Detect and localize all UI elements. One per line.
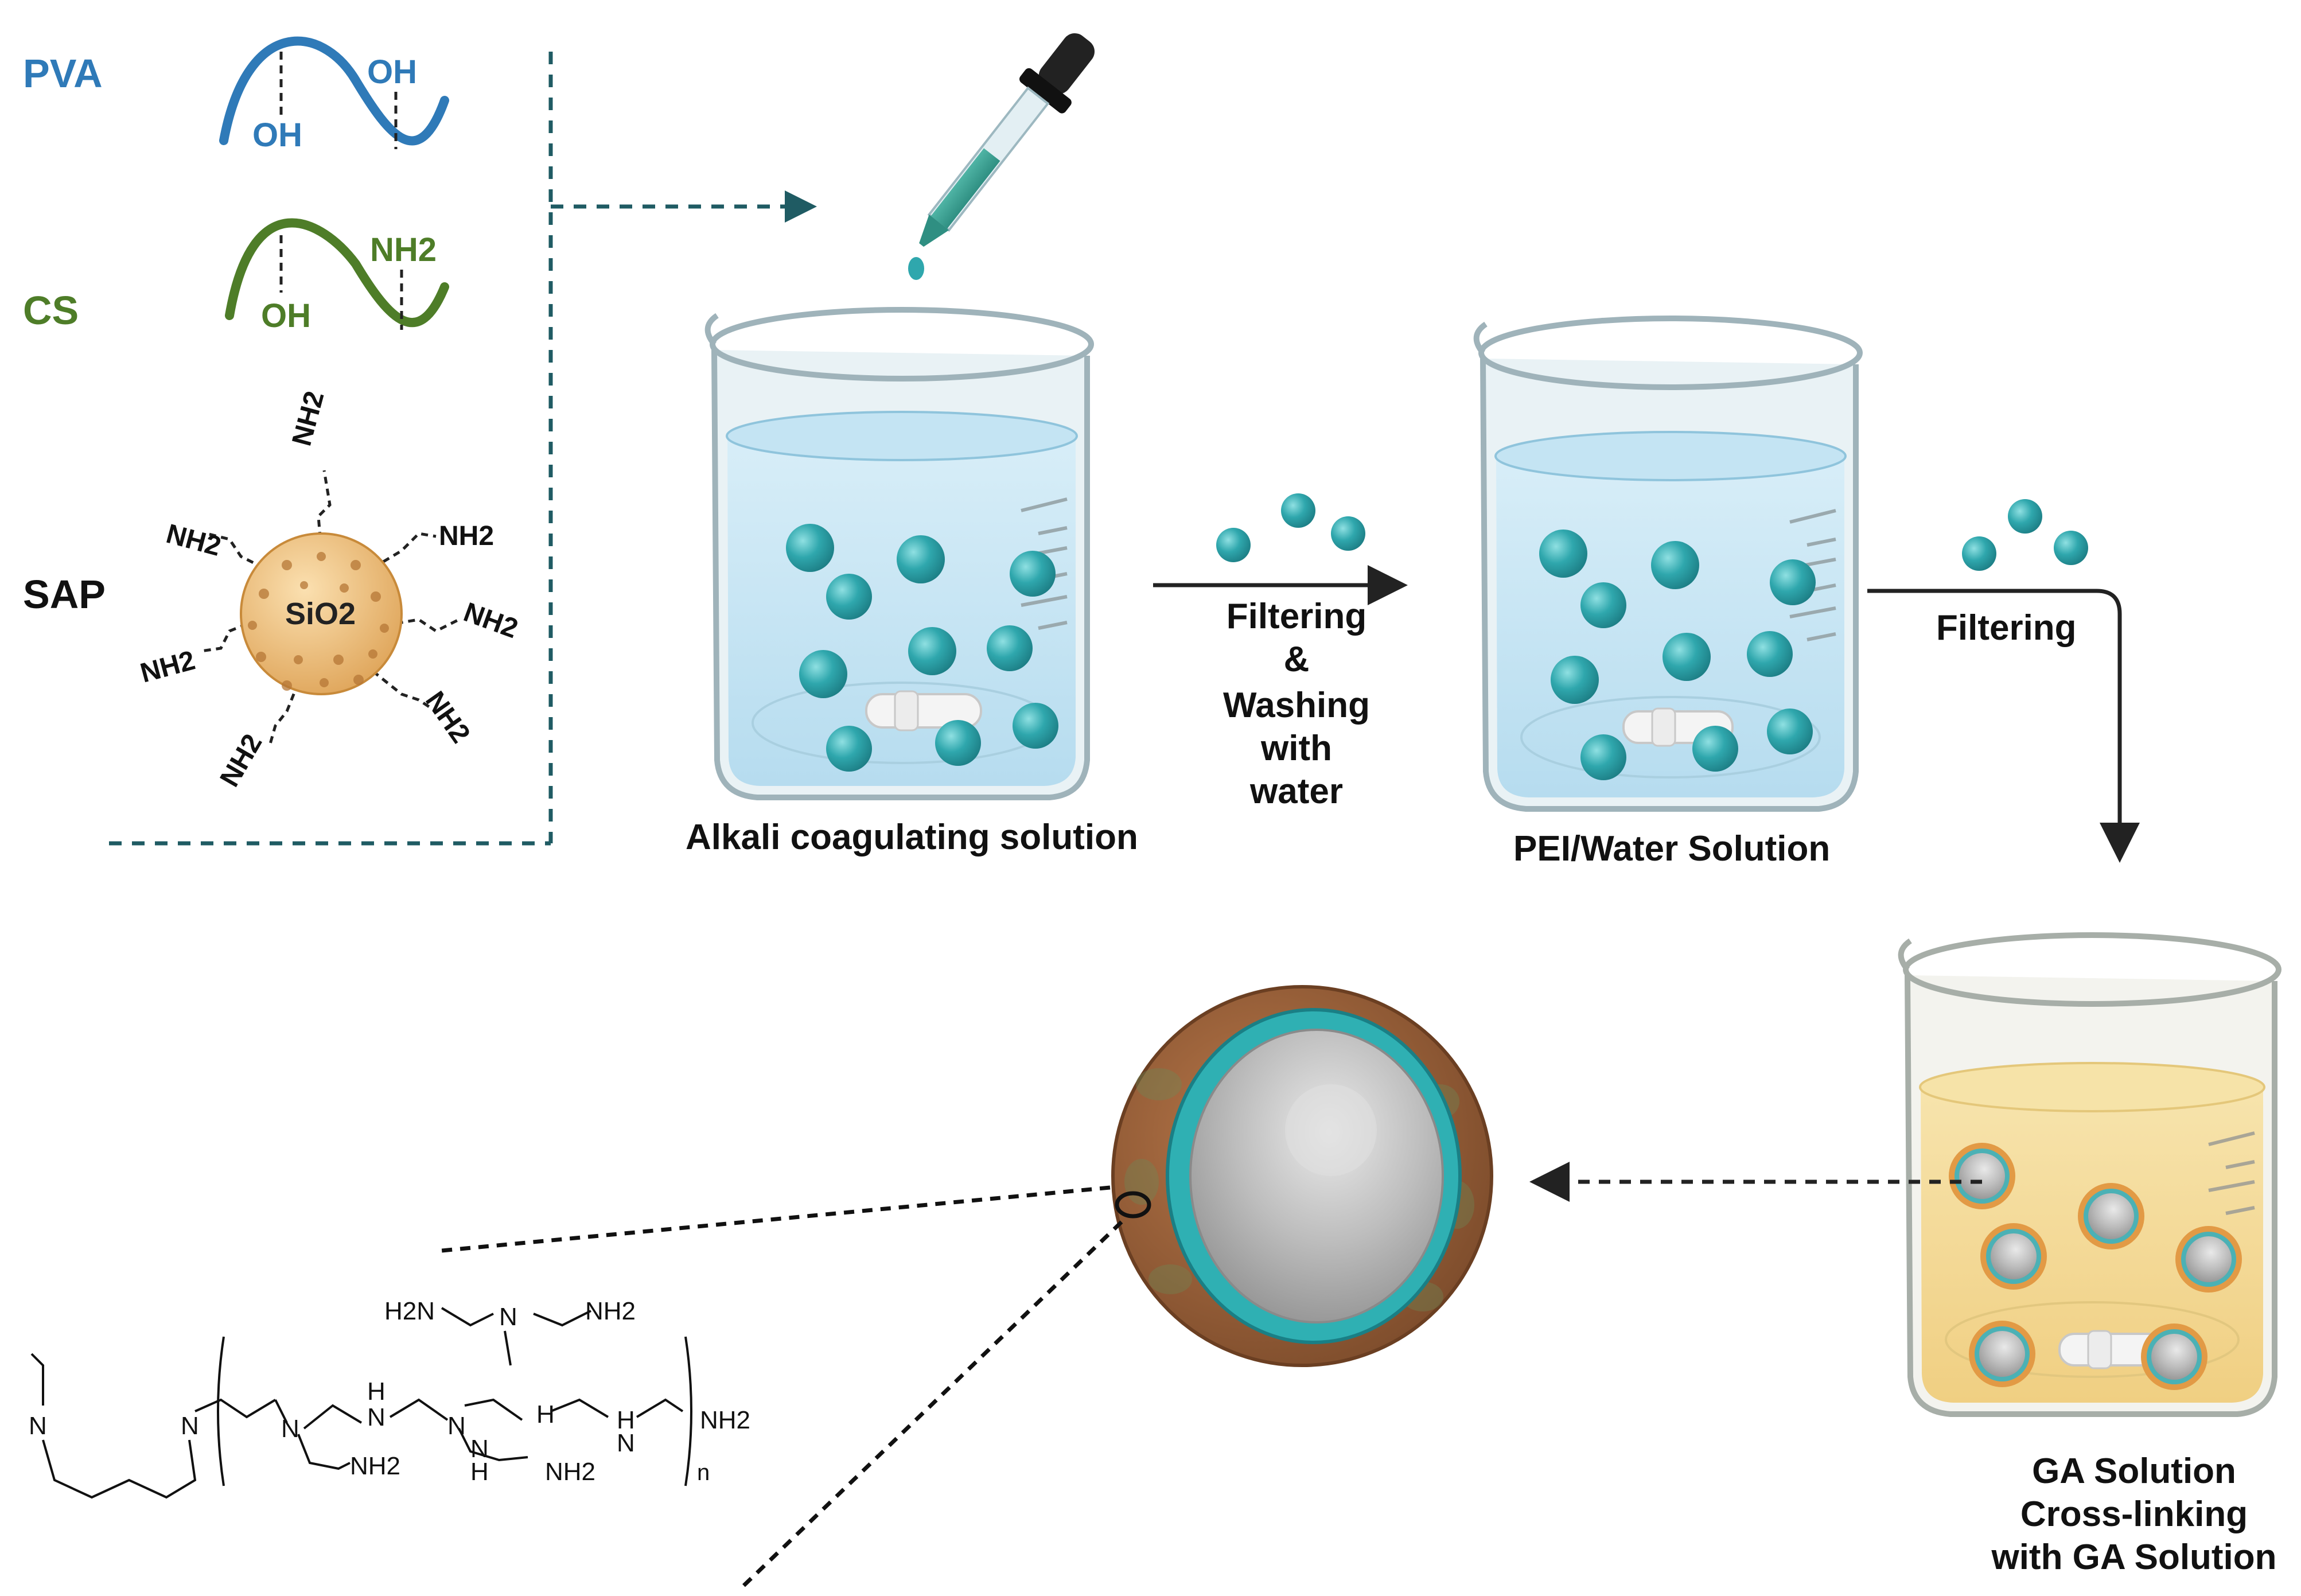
- bead-core: [1189, 1029, 1444, 1323]
- structure-h-3: N: [617, 1429, 635, 1457]
- sap-nh2-top: NH2: [286, 388, 330, 449]
- sap-label: SAP: [23, 572, 106, 617]
- structure-bracket-left: [217, 1336, 225, 1486]
- beaker2-bottom-ring: [1520, 696, 1821, 778]
- sap-nh2-right: NH2: [460, 597, 521, 645]
- beaker3-label-line2: Cross-linking: [2020, 1494, 2248, 1534]
- beaker1-beads: [786, 524, 1058, 772]
- structure-left-chain: [30, 1353, 197, 1499]
- structure-right-n: N: [181, 1412, 199, 1440]
- arrow2-beads: [1962, 499, 2088, 571]
- pipette-bulb: [1038, 33, 1095, 94]
- pei-ga-structure: [30, 1307, 692, 1499]
- cs-label: CS: [23, 288, 79, 333]
- structure-n-4: N: [470, 1435, 489, 1463]
- structure-backbone: [274, 1398, 684, 1430]
- zoom-line-upper: [441, 1185, 1111, 1253]
- sap-nh2-bottom-right: NH2: [419, 686, 476, 749]
- beaker2-label: PEI/Water Solution: [1513, 829, 1830, 869]
- structure-h-2: H: [470, 1458, 489, 1486]
- arrow-step2: Filtering: [1867, 499, 2140, 863]
- structure-nh2-end: NH2: [700, 1406, 750, 1434]
- structure-n-1: N: [281, 1415, 299, 1443]
- beaker2-liquid-surface: [1494, 431, 1847, 481]
- structure-branch-2: [458, 1428, 528, 1462]
- beaker1-spout: [704, 313, 719, 347]
- sap-particle: SiO2 NH2 NH2 NH2 NH2 NH2 NH2 NH2: [137, 388, 521, 792]
- arrow2-label: Filtering: [1936, 608, 2077, 648]
- legend-panel: PVA OH OH CS OH NH2 SAP: [23, 36, 817, 846]
- beaker3-stir-bar: [2058, 1330, 2164, 1369]
- beaker3-coated-beads: [1949, 1143, 2242, 1390]
- structure-n-7: H: [617, 1406, 635, 1434]
- structure-n-5: N: [499, 1303, 517, 1331]
- pva-oh-top: OH: [367, 53, 417, 91]
- structure-h2n: H2N: [384, 1297, 435, 1325]
- beaker3-label-line3: with GA Solution: [1991, 1537, 2276, 1577]
- bead-core-highlight: [1285, 1084, 1377, 1176]
- structure-top-branch: [441, 1307, 591, 1366]
- beaker-ga: [1898, 932, 2281, 1417]
- beaker2-liquid: [1496, 453, 1844, 797]
- structure-repeat-n: n: [697, 1460, 710, 1485]
- pipette-tip: [919, 215, 949, 247]
- sio2-pores: [248, 552, 389, 691]
- beaker3-spout: [1898, 938, 1912, 972]
- pipette-collar: [1019, 68, 1072, 114]
- structure-n-3: N: [447, 1412, 466, 1440]
- structure-h-1: H: [367, 1377, 386, 1406]
- bead-cross-section: [1111, 985, 1493, 1367]
- arrow1-label-line5: water: [1249, 772, 1343, 811]
- beaker3-label-line1: GA Solution: [2032, 1451, 2236, 1491]
- structure-labels: N N H2N NH2 NH2 NH2 NH2 N H N N H N N H …: [29, 1297, 750, 1486]
- sio2-text: SiO2: [285, 597, 356, 631]
- pva-label: PVA: [23, 51, 103, 96]
- structure-branch-1: [297, 1434, 351, 1470]
- arrow1-label-line3: Washing: [1223, 686, 1370, 725]
- structure-nh2-branch1: NH2: [350, 1452, 400, 1480]
- pva-oh-bottom: OH: [252, 116, 302, 154]
- beaker1-liquid: [727, 433, 1076, 786]
- structure-nh2-top: NH2: [585, 1297, 636, 1325]
- structure-n-6: H: [536, 1400, 555, 1428]
- pva-chain: [219, 36, 449, 146]
- beaker1-liquid-surface: [726, 411, 1078, 461]
- structure-bracket-right: [684, 1336, 692, 1486]
- beaker2-spout: [1473, 321, 1488, 355]
- cs-nh2: NH2: [370, 231, 437, 268]
- arrow2-line: [1867, 589, 2140, 863]
- beaker3-liquid-surface: [1919, 1062, 2265, 1112]
- structure-nh2-branch2: NH2: [545, 1458, 595, 1486]
- arrow1-label-line1: Filtering: [1227, 597, 1367, 636]
- arrow1-label-line4: with: [1260, 729, 1332, 768]
- beaker3-graduations: [2208, 1131, 2255, 1215]
- beaker1-stir-bar: [865, 690, 982, 731]
- sap-nh2-upper-right: NH2: [439, 521, 494, 551]
- beaker3-bottom-ring: [1945, 1301, 2240, 1378]
- pipette-liquid: [930, 148, 1000, 229]
- sio2-core: [240, 532, 403, 695]
- cs-oh: OH: [261, 297, 311, 334]
- sap-nh2-left: NH2: [137, 645, 198, 689]
- zoom-line-lower: [738, 1220, 1123, 1591]
- beaker-pei: [1473, 316, 1863, 812]
- beaker1-label: Alkali coagulating solution: [686, 818, 1138, 857]
- dropper-pipette: [908, 33, 1095, 280]
- structure-n-2: N: [367, 1403, 386, 1431]
- structure-left-n: N: [29, 1412, 47, 1440]
- droplet: [908, 257, 924, 280]
- arrow1-label-line2: &: [1284, 640, 1310, 679]
- structure-link: [194, 1398, 277, 1419]
- cs-chain: [225, 218, 449, 328]
- beaker-alkali: [704, 307, 1094, 800]
- beaker2-beads: [1539, 530, 1816, 780]
- sap-nh2-upper-left: NH2: [163, 519, 224, 562]
- zoom-circle: [1115, 1191, 1151, 1219]
- arrow-step1: Filtering & Washing with water: [1153, 493, 1408, 811]
- sap-nh2-bottom-left: NH2: [215, 729, 268, 792]
- arrow1-beads: [1216, 493, 1365, 562]
